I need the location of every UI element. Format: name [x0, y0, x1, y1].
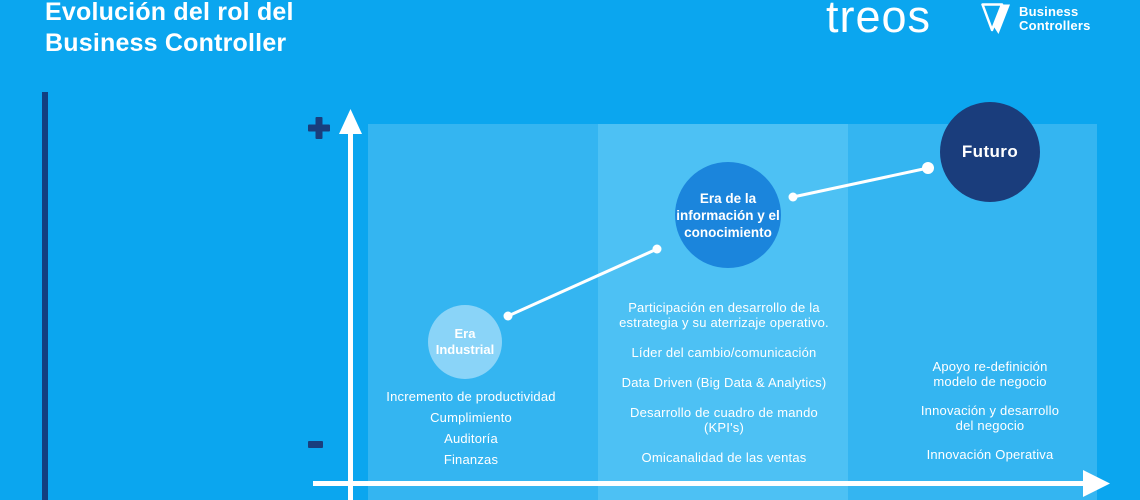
pennant-icon [981, 3, 1011, 35]
logo-tagline: Business Controllers [1019, 4, 1091, 33]
left-accent-bar [42, 92, 48, 500]
era-list-item: Participación en desarrollo de la estrat… [619, 300, 829, 330]
era-list-item: Líder del cambio/comunicación [631, 345, 817, 360]
era-list-item: Finanzas [443, 452, 499, 467]
era-list-item: Cumplimiento [430, 410, 512, 425]
era-informacion-item-list: Participación en desarrollo de la estrat… [604, 300, 844, 480]
era-list-item: Innovación y desarrollo del negocio [920, 403, 1060, 433]
treos-logo-wordmark: treos [826, 0, 932, 42]
era-list-item: Innovación Operativa [926, 447, 1054, 462]
era-list-item: Auditoría [444, 431, 498, 446]
era-list-item: Apoyo re-definición modelo de negocio [932, 359, 1048, 389]
bubble-era-informacion: Era de la información y el conocimiento [675, 162, 781, 268]
era-list-item: Omicanalidad de las ventas [641, 450, 807, 465]
bubble-era-industrial: Era Industrial [428, 305, 502, 379]
y-axis-line [348, 128, 353, 500]
era-list-item: Incremento de productividad [386, 389, 556, 404]
bubble-futuro: Futuro [940, 102, 1040, 202]
page-title: Evolución del rol del Business Controlle… [45, 0, 294, 57]
y-axis-plus-label [308, 117, 330, 139]
y-axis-minus-label [308, 441, 323, 448]
era-list-item: Data Driven (Big Data & Analytics) [621, 375, 827, 390]
y-axis-arrowhead [339, 109, 362, 134]
era-list-item: Desarrollo de cuadro de mando (KPI's) [630, 405, 818, 435]
